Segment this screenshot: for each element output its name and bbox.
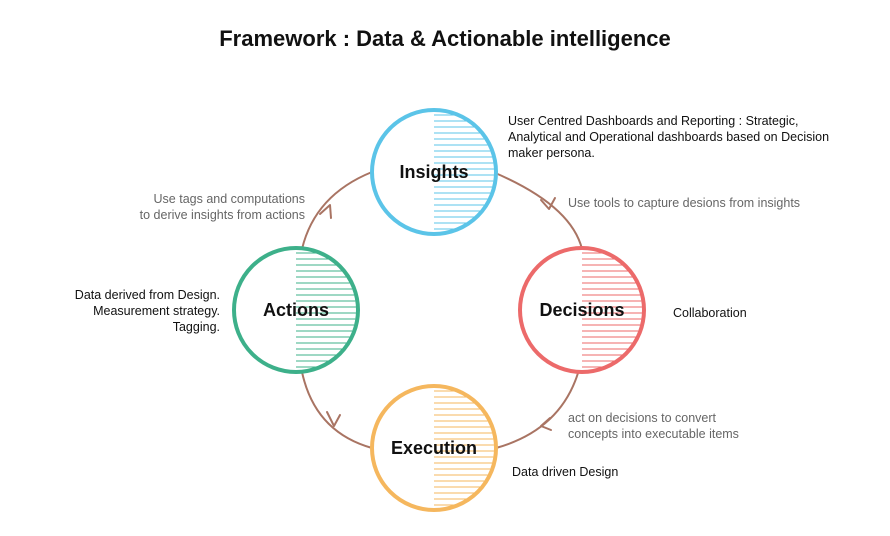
note-line: Measurement strategy.: [93, 304, 220, 318]
decisions-description: Collaboration: [673, 305, 747, 321]
insights-node: Insights: [370, 108, 498, 236]
insights-description: User Centred Dashboards and Reporting : …: [508, 113, 829, 161]
execution-node-fill: [372, 386, 496, 510]
note-line: Use tools to capture desions from insigh…: [568, 196, 801, 210]
note-line: User Centred Dashboards and Reporting : …: [508, 114, 799, 128]
note-line: Use tags and computations: [153, 192, 305, 206]
decisions-hatch: [582, 252, 642, 368]
actions-label: Actions: [263, 300, 329, 320]
decisions-label: Decisions: [539, 300, 624, 320]
note-line: concepts into executable items: [568, 427, 739, 441]
decisions-to-execution-note: act on decisions to convert concepts into…: [568, 410, 739, 442]
execution-label: Execution: [391, 438, 477, 458]
execution-node: Execution: [370, 384, 498, 512]
actions-node: Actions: [232, 246, 360, 374]
arc-execution-to-actions: [301, 371, 373, 449]
actions-node-ring: [232, 246, 360, 374]
insights-node-ring: [370, 108, 498, 236]
actions-node-fill: [234, 248, 358, 372]
note-line: Analytical and Operational dashboards ba…: [508, 130, 830, 144]
note-line: to derive insights from actions: [139, 208, 305, 222]
actions-description: Data derived from Design. Measurement str…: [75, 287, 220, 335]
decisions-node: Decisions: [518, 246, 646, 374]
arrow-insights-to-decisions: [540, 197, 556, 210]
arrow-execution-to-actions: [326, 411, 341, 427]
arrow-decisions-to-execution: [540, 417, 552, 431]
execution-hatch: [434, 390, 494, 506]
arc-actions-to-insights: [301, 171, 373, 250]
actions-hatch: [296, 252, 356, 368]
note-line: act on decisions to convert: [568, 411, 716, 425]
note-line: Data derived from Design.: [74, 288, 220, 302]
note-line: Data driven Design: [512, 465, 619, 479]
note-line: maker persona.: [508, 146, 595, 160]
arc-decisions-to-execution: [495, 372, 579, 449]
insights-node-fill: [372, 110, 496, 234]
insights-to-decisions-note: Use tools to capture desions from insigh…: [568, 195, 800, 211]
decisions-node-ring: [518, 246, 646, 374]
execution-node-ring: [370, 384, 498, 512]
actions-to-insights-note: Use tags and computations to derive insig…: [140, 191, 305, 223]
diagram-title: Framework : Data & Actionable intelligen…: [219, 26, 671, 51]
note-line: Collaboration: [673, 306, 747, 320]
execution-description: Data driven Design: [512, 464, 618, 480]
arrow-actions-to-insights: [319, 204, 332, 219]
insights-hatch: [434, 114, 494, 230]
insights-label: Insights: [399, 162, 468, 182]
note-line: Tagging.: [172, 320, 220, 334]
decisions-node-fill: [520, 248, 644, 372]
arc-insights-to-decisions: [492, 171, 583, 250]
